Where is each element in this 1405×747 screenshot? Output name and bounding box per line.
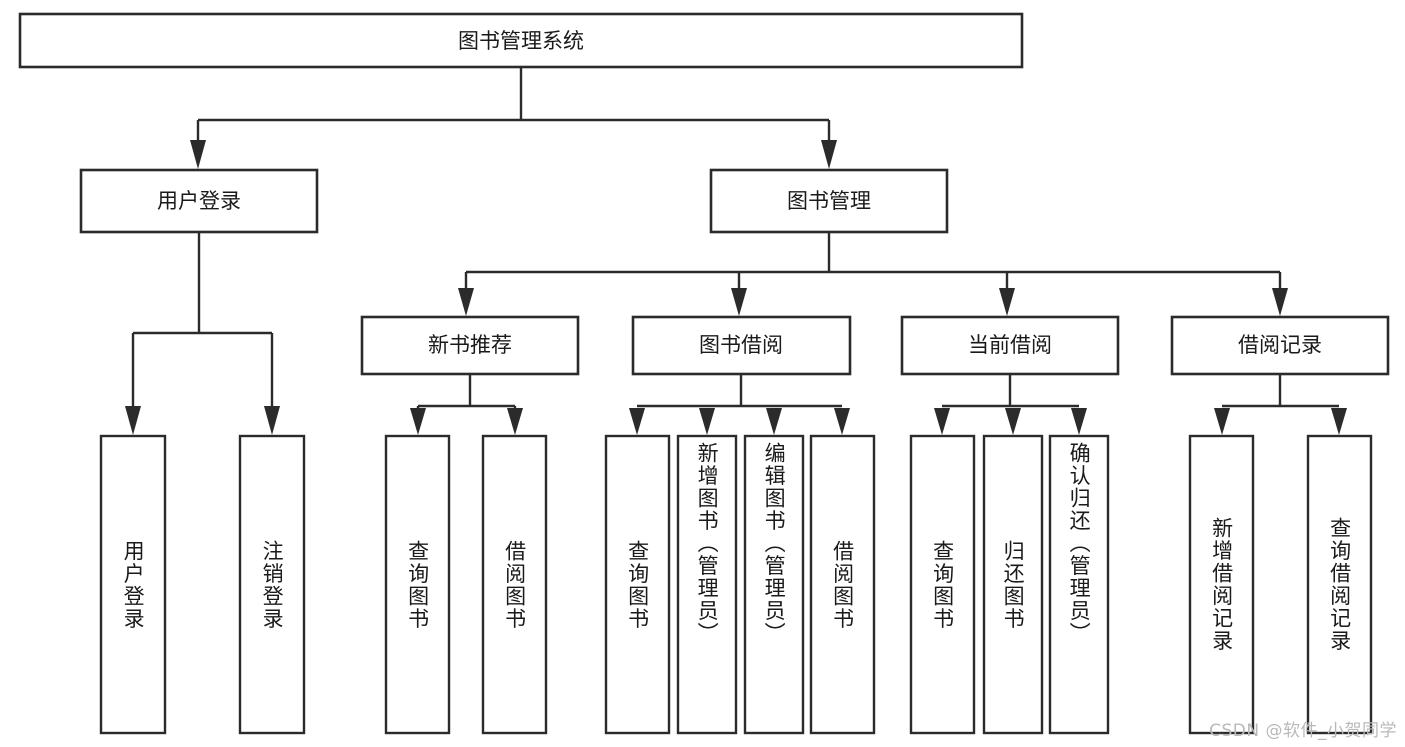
node-user-login-label: 用户登录 (157, 189, 241, 213)
node-current-borrow-box[interactable] (900, 315, 1120, 376)
node-leaf-user-logout-box[interactable] (238, 434, 306, 735)
node-root-box[interactable] (18, 12, 1024, 69)
node-leaf-query-book-2-box[interactable] (604, 434, 671, 735)
node-user-login-box[interactable] (79, 168, 319, 234)
node-leaf-borrow-book-1-box[interactable] (481, 434, 548, 735)
node-new-book-rec-label: 新书推荐 (428, 333, 512, 357)
arrow-to-current-borrow (999, 288, 1015, 316)
arrow-to-leaf-add-record (1214, 408, 1230, 435)
node-book-borrow-box[interactable] (631, 315, 852, 376)
node-borrow-record-box[interactable] (1170, 315, 1390, 376)
node-leaf-borrow-book-2-box[interactable] (809, 434, 876, 735)
arrow-to-leaf-return-book (1005, 408, 1021, 435)
node-leaf-add-record-box[interactable] (1188, 434, 1255, 735)
arrow-to-leaf-borrow-book-2 (834, 408, 850, 435)
arrow-root-to-book-manage (821, 140, 837, 169)
node-leaf-edit-book-box[interactable] (743, 434, 805, 735)
arrow-to-leaf-confirm-return (1071, 408, 1087, 435)
node-leaf-add-book-box[interactable] (676, 434, 738, 735)
edges-layer (125, 67, 1347, 435)
node-leaf-return-book-box[interactable] (982, 434, 1044, 735)
node-leaf-user-login-box[interactable] (99, 434, 167, 735)
arrow-to-leaf-query-book-1 (410, 408, 426, 435)
nodes-layer: 图书管理系统 用户登录 图书管理 新书推荐 图书借阅 当前借阅 借阅记录 (18, 12, 1390, 735)
node-book-manage-box[interactable] (709, 168, 949, 234)
node-leaf-query-book-3-box[interactable] (909, 434, 976, 735)
node-new-book-rec-box[interactable] (360, 315, 580, 376)
arrow-to-new-book-rec (458, 288, 474, 316)
arrow-to-leaf-add-book (699, 408, 715, 435)
arrow-to-leaf-borrow-book-1 (507, 408, 523, 435)
arrow-to-leaf-edit-book (766, 408, 782, 435)
arrow-to-leaf-user-logout (264, 406, 280, 435)
node-leaf-confirm-return-box[interactable] (1048, 434, 1110, 735)
arrow-to-book-borrow (731, 288, 747, 316)
arrow-to-leaf-query-record (1331, 408, 1347, 435)
arrow-root-to-user-login (190, 140, 206, 169)
arrow-to-borrow-record (1272, 288, 1288, 316)
arrow-to-leaf-query-book-2 (629, 408, 645, 435)
csdn-watermark: CSDN @软件_小贺同学 (1209, 721, 1397, 741)
arrow-to-leaf-query-book-3 (934, 408, 950, 435)
node-borrow-record-label: 借阅记录 (1238, 333, 1322, 357)
node-book-manage-label: 图书管理 (787, 189, 871, 213)
node-root-label: 图书管理系统 (458, 29, 584, 53)
node-leaf-query-book-1-box[interactable] (384, 434, 451, 735)
node-book-borrow-label: 图书借阅 (699, 333, 783, 357)
arrow-to-leaf-user-login (125, 406, 141, 435)
node-leaf-query-record-box[interactable] (1306, 434, 1373, 735)
node-current-borrow-label: 当前借阅 (968, 333, 1052, 357)
